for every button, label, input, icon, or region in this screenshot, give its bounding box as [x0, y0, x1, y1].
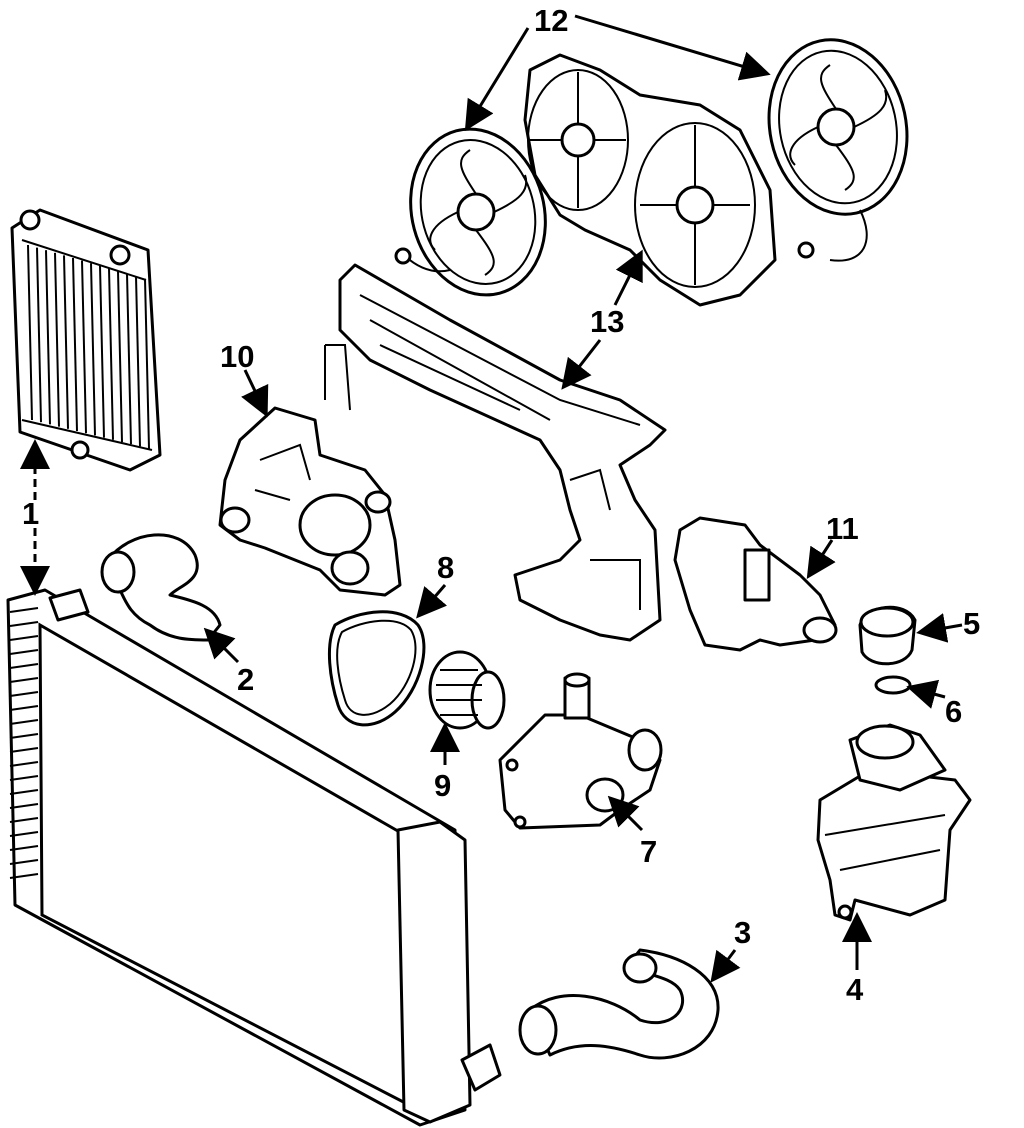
expansion-tank-part [816, 723, 972, 922]
radiator-fin [9, 705, 39, 711]
radiator-fin [117, 270, 123, 443]
callout-2: 2 [237, 662, 254, 697]
radiator-fin [9, 817, 39, 823]
callout-5: 5 [963, 606, 980, 641]
water-pump-assembly-part [218, 406, 402, 597]
callout-3: 3 [734, 915, 751, 950]
callout-11: 11 [826, 511, 859, 546]
main-radiator-part [6, 588, 502, 1127]
lower-hose-part [518, 948, 720, 1060]
radiator-fin [9, 845, 39, 851]
thermostat-part [428, 650, 506, 730]
callout-4: 4 [846, 972, 864, 1007]
radiator-fin [144, 278, 150, 449]
radiator-fin [9, 873, 39, 879]
fan-shroud-part [523, 53, 777, 307]
radiator-fin [72, 257, 78, 432]
radiator-fin [9, 733, 39, 739]
radiator-fin [108, 268, 114, 440]
radiator-fin [9, 761, 39, 767]
radiator-fin [9, 719, 39, 725]
callout-9: 9 [434, 768, 451, 803]
auxiliary-radiator-part [10, 208, 162, 472]
radiator-fin [54, 252, 60, 427]
radiator-fin [9, 635, 39, 641]
leader-lines [20, 14, 963, 983]
callout-13: 13 [590, 304, 624, 339]
radiator-fin [9, 775, 39, 781]
fan-left-part [394, 127, 547, 297]
callout-12: 12 [534, 3, 568, 38]
callout-10: 10 [220, 339, 254, 374]
radiator-fin [126, 273, 132, 445]
callout-6: 6 [945, 694, 962, 729]
thermostat-housing-part [498, 672, 663, 830]
radiator-fin [135, 276, 141, 447]
radiator-fin [9, 621, 39, 627]
callout-8: 8 [437, 550, 454, 585]
gasket-part [327, 610, 426, 727]
radiator-fin [9, 859, 39, 865]
radiator-fin [63, 255, 69, 429]
radiator-fin [9, 663, 39, 669]
radiator-fin [81, 260, 87, 434]
radiator-fin [90, 263, 96, 436]
radiator-fin [9, 803, 39, 809]
upper-hose-part [100, 533, 222, 642]
radiator-fin [99, 265, 105, 438]
radiator-fin [9, 649, 39, 655]
radiator-fin [9, 831, 39, 837]
fan-right-part [767, 38, 909, 262]
o-ring-part [874, 675, 912, 695]
radiator-fin [9, 747, 39, 753]
radiator-fin [36, 247, 42, 423]
radiator-fin [9, 607, 39, 613]
radiator-fin [9, 691, 39, 697]
radiator-fin [9, 789, 39, 795]
callout-1: 1 [22, 496, 39, 531]
radiator-fin [45, 250, 51, 425]
filler-cap-part [858, 605, 917, 666]
lock-carrier-part [324, 263, 667, 642]
radiator-fin [9, 677, 39, 683]
radiator-fin [27, 244, 33, 421]
callout-labels: 1 2 3 4 5 6 7 8 9 10 11 12 13 [22, 3, 980, 1007]
callout-7: 7 [640, 834, 657, 869]
auxiliary-pump-part [673, 516, 838, 652]
